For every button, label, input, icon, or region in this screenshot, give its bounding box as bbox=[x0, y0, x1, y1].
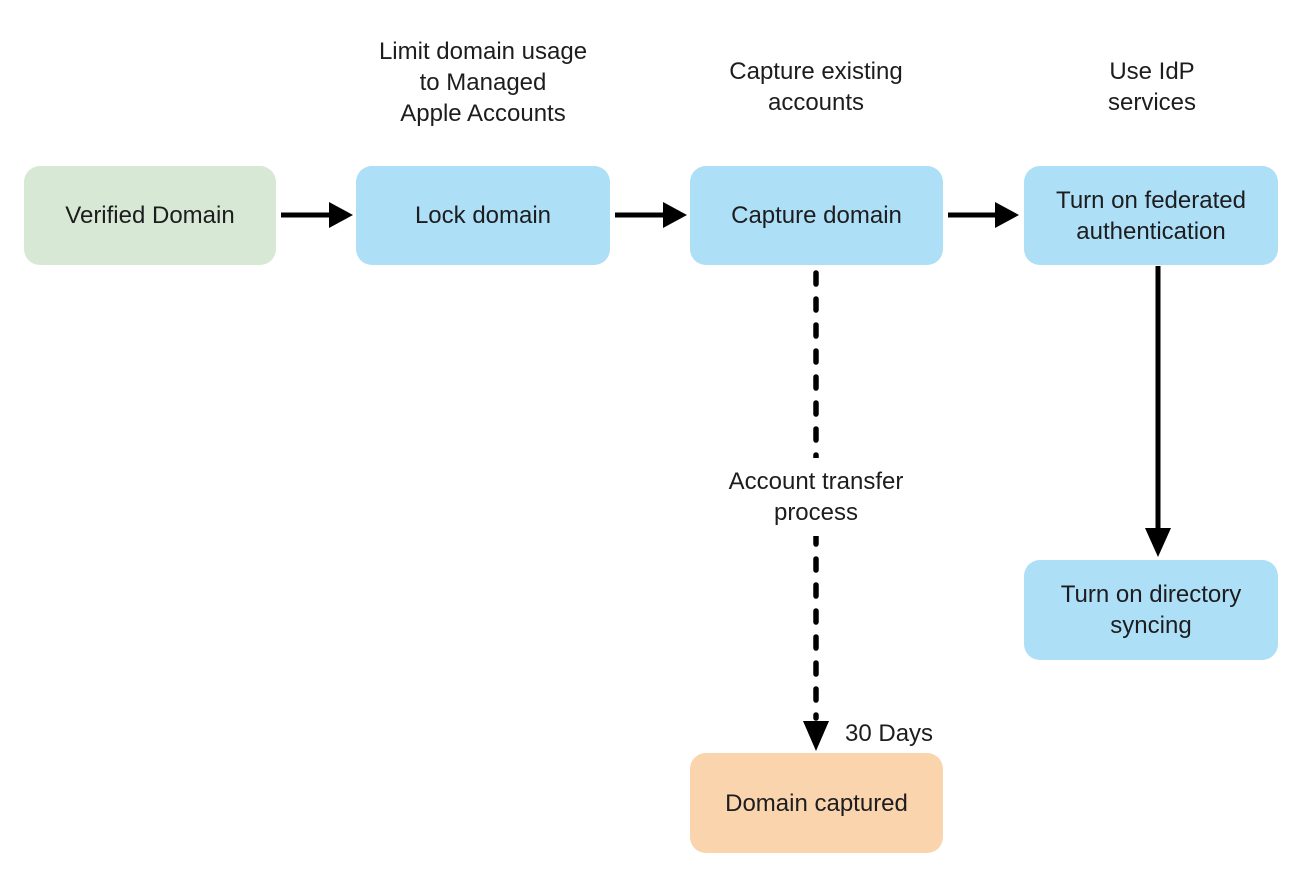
node-verified-domain: Verified Domain bbox=[24, 166, 276, 265]
arrow-verified-to-lock bbox=[281, 202, 353, 228]
annotation-limit-domain-usage: Limit domain usage to Managed Apple Acco… bbox=[378, 38, 588, 127]
arrow-lock-to-capture bbox=[615, 202, 687, 228]
annotation-30-days: 30 Days bbox=[845, 720, 934, 747]
arrow-capture-to-federated bbox=[948, 202, 1019, 228]
annotation-use-idp-services: Use IdP services bbox=[1107, 58, 1197, 116]
node-lock-domain: Lock domain bbox=[356, 166, 610, 265]
node-turn-on-directory-syncing: Turn on directory syncing bbox=[1024, 560, 1278, 660]
node-domain-captured: Domain captured bbox=[690, 753, 943, 853]
arrow-federated-to-directory bbox=[1145, 266, 1171, 557]
annotation-capture-existing-accounts: Capture existing accounts bbox=[729, 58, 903, 116]
node-turn-on-federated-authentication: Turn on federated authentication bbox=[1024, 166, 1278, 265]
annotation-account-transfer-process: Account transfer process bbox=[696, 458, 936, 536]
node-capture-domain: Capture domain bbox=[690, 166, 943, 265]
